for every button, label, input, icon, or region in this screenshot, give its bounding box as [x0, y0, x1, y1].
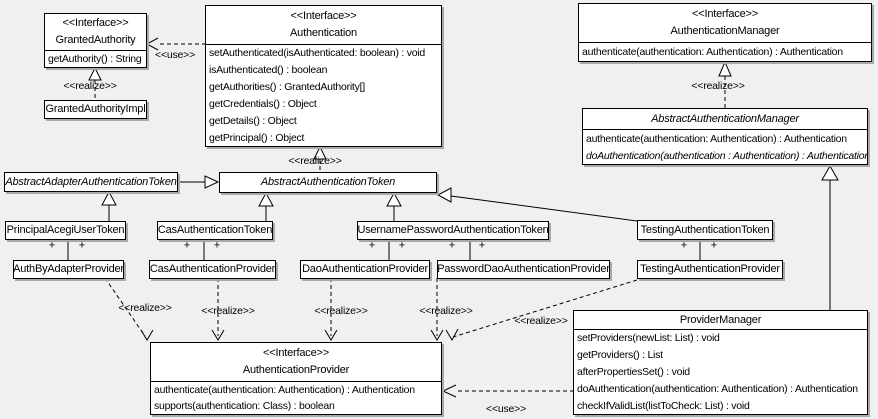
class-authentication-provider[interactable]: <<Interface>> AuthenticationProvider aut…	[150, 342, 442, 415]
class-name: GrantedAuthority	[55, 34, 136, 46]
class-password-dao-authentication-provider[interactable]: PasswordDaoAuthenticationProvider	[437, 260, 610, 279]
class-cas-authentication-provider[interactable]: CasAuthenticationProvider	[149, 260, 276, 279]
class-name: TestingAuthenticationProvider	[640, 263, 780, 275]
realize-edge-label: <<realize>>	[691, 80, 745, 92]
realize-edge-label: <<realize>>	[314, 305, 368, 317]
method-label: getProviders() : List	[577, 349, 663, 362]
class-name: AuthenticationProvider	[242, 364, 350, 376]
use-edge-label: <<use>>	[485, 403, 527, 415]
class-name: CasAuthenticationProvider	[149, 263, 276, 275]
method-label: afterPropertiesSet() : void	[577, 365, 690, 378]
class-abstract-authentication-token[interactable]: AbstractAuthenticationToken	[219, 172, 437, 193]
class-name: TestingAuthenticationToken	[640, 223, 770, 236]
realize-edge-label: <<realize>>	[419, 305, 473, 317]
class-name: DaoAuthenticationProvider	[302, 263, 428, 275]
class-granted-authority-impl[interactable]: GrantedAuthorityImpl	[44, 100, 147, 119]
use-edge-label: <<use>>	[154, 49, 196, 61]
method-label: checkIfValidList(listToCheck: List) : vo…	[577, 399, 750, 412]
class-dao-authentication-provider[interactable]: DaoAuthenticationProvider	[300, 260, 430, 279]
class-name: PrincipalAcegiUserToken	[6, 224, 125, 236]
class-name: AbstractAuthenticationToken	[260, 176, 396, 188]
interface-stereotype: <<Interface>>	[692, 8, 758, 20]
class-cas-authentication-token[interactable]: CasAuthenticationToken	[157, 221, 273, 240]
method-label: doAuthentication(authentication: Authent…	[577, 382, 858, 395]
method-label: authenticate(authentication: Authenticat…	[586, 132, 847, 145]
interface-stereotype: <<Interface>>	[62, 17, 129, 29]
realize-edge-label: <<realize>>	[63, 80, 117, 92]
class-username-password-authentication-token[interactable]: UsernamePasswordAuthenticationToken	[357, 221, 549, 240]
class-testing-authentication-provider[interactable]: TestingAuthenticationProvider	[637, 260, 783, 279]
realize-edge-label: <<realize>>	[288, 155, 342, 167]
class-name: AuthenticationManager	[670, 25, 780, 37]
method-label: setAuthenticated(isAuthenticated: boolea…	[209, 47, 425, 60]
class-auth-by-adapter-provider[interactable]: AuthByAdapterProvider	[13, 260, 124, 279]
method-label: getAuthorities() : GrantedAuthority[]	[209, 81, 365, 94]
method-label: isAuthenticated() : boolean	[209, 64, 328, 77]
class-testing-authentication-token[interactable]: TestingAuthenticationToken	[637, 220, 773, 240]
realize-edge-label: <<realize>>	[118, 302, 172, 314]
class-name: AuthByAdapterProvider	[13, 263, 124, 275]
association-end-label: +	[448, 239, 456, 252]
method-label: authenticate(authentication: Authenticat…	[154, 384, 415, 396]
interface-stereotype: <<Interface>>	[290, 10, 357, 22]
class-authentication[interactable]: <<Interface>> Authentication setAuthenti…	[205, 5, 442, 147]
class-name: AbstractAuthenticationManager	[651, 112, 799, 125]
class-abstract-adapter-authentication-token[interactable]: AbstractAdapterAuthenticationToken	[4, 172, 178, 192]
class-name: Authentication	[290, 27, 357, 39]
method-label: setProviders(newList: List) : void	[577, 332, 720, 345]
class-abstract-authentication-manager[interactable]: AbstractAuthenticationManager authentica…	[582, 108, 868, 165]
interface-stereotype: <<Interface>>	[263, 347, 329, 359]
realize-edge-label: <<realize>>	[201, 305, 255, 317]
class-principal-acegi-user-token[interactable]: PrincipalAcegiUserToken	[5, 221, 126, 240]
class-name: CasAuthenticationToken	[157, 224, 273, 236]
association-end-label: +	[478, 239, 486, 252]
realize-edge-label: <<realize>>	[514, 315, 568, 327]
association-end-label: +	[183, 239, 191, 252]
method-label: getPrincipal() : Object	[209, 131, 305, 144]
association-end-label: +	[213, 239, 221, 252]
class-name: ProviderManager	[679, 313, 762, 326]
method-label: getAuthority() : String	[48, 53, 142, 65]
association-end-label: +	[78, 239, 86, 252]
method-label: authenticate(authentication: Authenticat…	[582, 46, 843, 58]
method-label: getDetails() : Object	[209, 114, 297, 127]
association-end-label: +	[710, 239, 718, 252]
class-name: AbstractAdapterAuthenticationToken	[5, 175, 177, 188]
association-end-label: +	[398, 239, 406, 252]
class-authentication-manager[interactable]: <<Interface>> AuthenticationManager auth…	[578, 3, 872, 62]
method-label: getCredentials() : Object	[209, 97, 317, 110]
class-name: PasswordDaoAuthenticationProvider	[437, 263, 610, 275]
class-provider-manager[interactable]: ProviderManager setProviders(newList: Li…	[573, 310, 868, 415]
association-end-label: +	[680, 239, 688, 252]
association-end-label: +	[368, 239, 376, 252]
class-granted-authority[interactable]: <<Interface>> GrantedAuthority getAuthor…	[44, 13, 147, 68]
class-name: UsernamePasswordAuthenticationToken	[357, 224, 549, 236]
association-end-label: +	[48, 239, 56, 252]
method-label: supports(authentication: Class) : boolea…	[154, 400, 335, 412]
class-name: GrantedAuthorityImpl	[45, 103, 146, 115]
method-label: doAuthentication(authentication : Authen…	[586, 149, 867, 162]
